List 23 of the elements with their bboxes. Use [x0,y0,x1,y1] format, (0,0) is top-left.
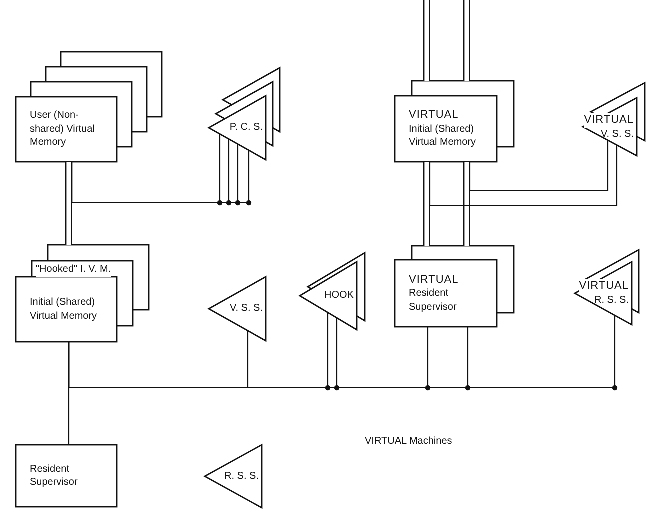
box-label: Initial (Shared) Virtual Memory [30,296,98,323]
box-label: VIRTUAL [409,108,459,123]
box-label: User (Non-shared) Virtual Memory [30,109,96,150]
triangle-label: V. S. S. [230,302,263,316]
triangle-label: VIRTUAL [579,279,629,294]
caption-text: VIRTUAL Machines [365,436,452,447]
connector-line [469,140,609,192]
triangle-label: HOOK [324,289,354,303]
box-heading: "Hooked" I. V. M. [36,263,112,276]
box-label: Resident Supervisor [409,287,458,314]
double-line [464,0,470,81]
double-line [424,0,430,81]
triangle-label: P. C. S. [230,121,263,135]
box-label: Resident Supervisor [30,462,79,490]
triangle-label: R. S. S. [594,294,629,308]
connector-line [68,316,616,389]
connector-line [71,150,250,204]
triangle-label: V. S. S. [601,128,634,142]
triangle-label: R. S. S. [224,470,259,484]
connector-line [429,145,618,207]
triangle-label: VIRTUAL [584,112,634,128]
box-label: VIRTUAL [409,272,459,288]
box-label: Initial (Shared) Virtual Memory [409,122,478,150]
